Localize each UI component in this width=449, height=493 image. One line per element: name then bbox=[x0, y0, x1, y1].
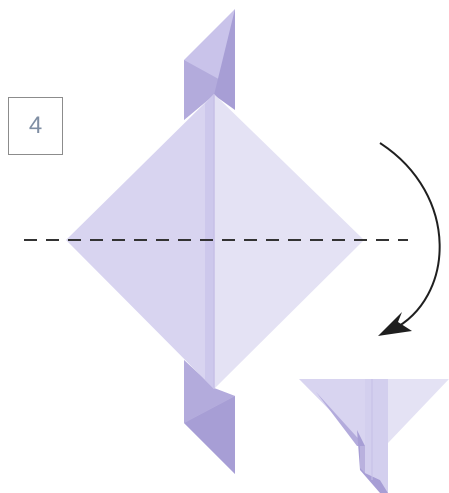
top-flap-right-face bbox=[214, 9, 235, 110]
diamond-center-strip bbox=[205, 94, 214, 389]
fold-arrow-head bbox=[378, 312, 412, 336]
step-number: 4 bbox=[28, 112, 43, 139]
diamond-right-half bbox=[214, 94, 364, 389]
preview-left-edge bbox=[316, 392, 365, 446]
bottom-flap-dark-face bbox=[184, 396, 235, 474]
preview-stem bbox=[365, 379, 388, 493]
main-diamond bbox=[66, 94, 364, 389]
preview-stem-dark bbox=[357, 430, 388, 493]
preview-stem-shadow bbox=[360, 446, 365, 473]
bottom-flap-side-face bbox=[184, 360, 235, 423]
diamond-left-half bbox=[66, 94, 214, 389]
bottom-back-flap bbox=[184, 360, 235, 474]
step-number-box: 4 bbox=[8, 97, 63, 155]
top-flap-dark-face bbox=[184, 60, 235, 120]
top-back-flap bbox=[184, 9, 235, 120]
preview-right-wing bbox=[365, 379, 449, 443]
folded-result-preview bbox=[299, 379, 449, 493]
fold-arrow-curve bbox=[379, 142, 441, 331]
curved-arrow-down-icon bbox=[378, 142, 441, 336]
